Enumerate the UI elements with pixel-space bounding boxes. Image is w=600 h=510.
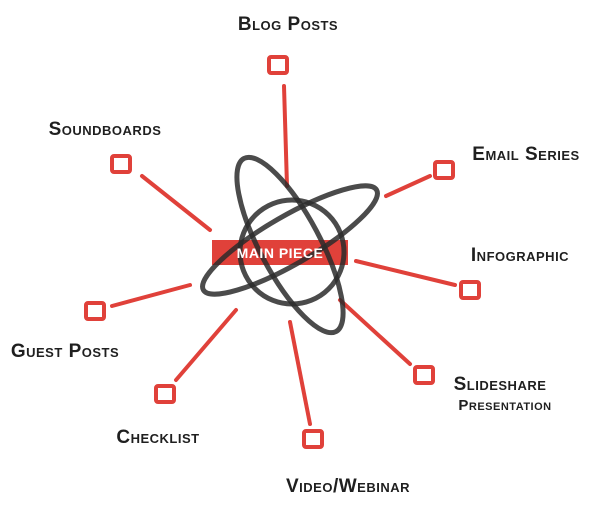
label-infographic: Infographic (471, 245, 569, 266)
orbit-ellipse-2 (200, 183, 380, 297)
node-box-soundboards[interactable] (110, 154, 132, 174)
connectors (110, 84, 457, 426)
connector-slideshare (338, 298, 412, 366)
connector-infographic (354, 259, 457, 287)
label-video-webinar: Video/Webinar (286, 476, 410, 497)
orbit-symbol (200, 154, 380, 336)
label-blog-posts: Blog Posts (238, 14, 338, 35)
node-box-video-webinar[interactable] (302, 429, 324, 449)
node-box-checklist[interactable] (154, 384, 176, 404)
label-presentation: Presentation (458, 397, 551, 414)
node-box-guest-posts[interactable] (84, 301, 106, 321)
connector-blog-posts (282, 84, 289, 188)
label-checklist: Checklist (116, 427, 199, 448)
connector-guest-posts (110, 283, 192, 308)
label-slideshare: Slideshare (454, 374, 547, 395)
connector-video-webinar (288, 320, 312, 426)
main-piece-label: MAIN PIECE (237, 245, 324, 261)
label-email-series: Email Series (472, 144, 579, 165)
node-box-infographic[interactable] (459, 280, 481, 300)
connector-email-series (384, 174, 432, 198)
orbit-ellipse-1 (234, 154, 346, 336)
node-box-email-series[interactable] (433, 160, 455, 180)
node-box-blog-posts[interactable] (267, 55, 289, 75)
node-boxes (84, 55, 481, 449)
label-guest-posts: Guest Posts (11, 341, 119, 362)
connector-soundboards (140, 174, 212, 232)
label-soundboards: Soundboards (49, 119, 162, 140)
connector-checklist (174, 308, 238, 382)
node-box-slideshare[interactable] (413, 365, 435, 385)
